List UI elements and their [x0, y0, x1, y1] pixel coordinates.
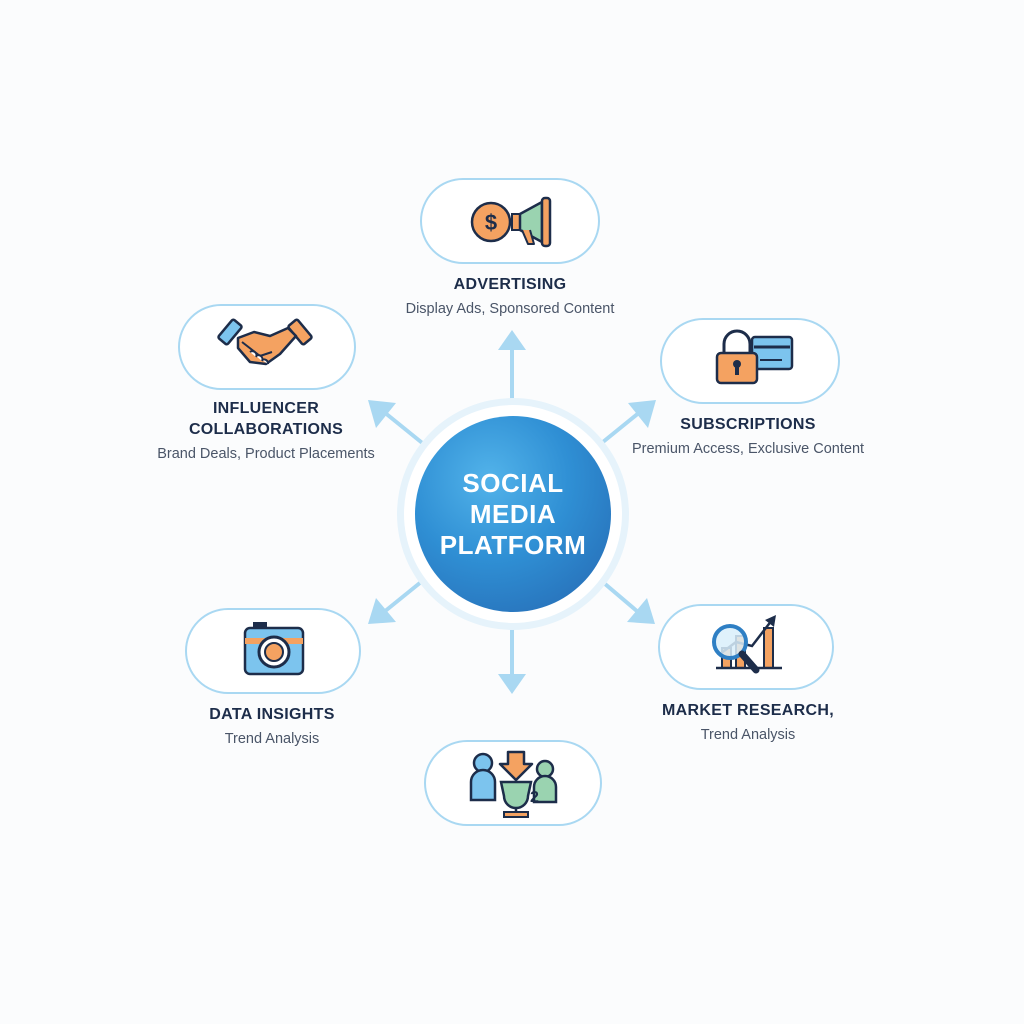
- influencer-label: INFLUENCER COLLABORATIONS Brand Deals, P…: [136, 398, 396, 464]
- hub-ring: SOCIAL MEDIA PLATFORM: [404, 405, 622, 623]
- camera-icon: [243, 622, 305, 676]
- arrow-to-subscriptions: [596, 400, 656, 448]
- market-research-node: [658, 604, 834, 690]
- money-megaphone-icon: $: [470, 196, 552, 248]
- advertising-title: ADVERTISING: [453, 276, 567, 293]
- data-insights-subtitle: Trend Analysis: [224, 731, 320, 747]
- hub-title-line-3: PLATFORM: [439, 529, 587, 560]
- community-node: 2: [424, 740, 602, 826]
- market-research-label: MARKET RESEARCH, Trend Analysis: [618, 700, 878, 745]
- svg-text:$: $: [485, 210, 497, 235]
- influencer-subtitle: Brand Deals, Product Placements: [157, 446, 375, 462]
- magnifier-chart-icon: [712, 615, 782, 674]
- arrow-to-market-research: [596, 576, 655, 624]
- influencer-title-line-1: INFLUENCER: [212, 400, 320, 417]
- arrow-to-data-insights: [368, 576, 428, 624]
- market-research-subtitle: Trend Analysis: [700, 727, 796, 743]
- hub-title-line-1: SOCIAL: [462, 467, 564, 498]
- data-insights-title: DATA INSIGHTS: [209, 706, 335, 723]
- subscriptions-node: [660, 318, 840, 404]
- lock-card-icon: [715, 329, 794, 385]
- people-trophy-icon: 2: [469, 750, 558, 818]
- advertising-node: $: [420, 178, 600, 264]
- subscriptions-label: SUBSCRIPTIONS Premium Access, Exclusive …: [618, 414, 878, 459]
- arrow-to-advertising: [498, 330, 526, 400]
- advertising-label: ADVERTISING Display Ads, Sponsored Conte…: [380, 274, 640, 319]
- handshake-icon: [217, 318, 313, 366]
- svg-text:2: 2: [530, 789, 539, 806]
- advertising-subtitle: Display Ads, Sponsored Content: [405, 301, 615, 317]
- hub-title-line-2: MEDIA: [469, 498, 557, 529]
- hub-circle: SOCIAL MEDIA PLATFORM: [397, 398, 629, 630]
- data-insights-label: DATA INSIGHTS Trend Analysis: [142, 704, 402, 749]
- market-research-title: MARKET RESEARCH,: [662, 702, 834, 719]
- arrow-to-influencer: [368, 400, 428, 448]
- data-insights-node: [185, 608, 361, 694]
- hub-core: SOCIAL MEDIA PLATFORM: [415, 416, 611, 612]
- influencer-node: [178, 304, 356, 390]
- subscriptions-title: SUBSCRIPTIONS: [680, 416, 816, 433]
- influencer-title-line-2: COLLABORATIONS: [188, 421, 344, 438]
- subscriptions-subtitle: Premium Access, Exclusive Content: [631, 441, 865, 457]
